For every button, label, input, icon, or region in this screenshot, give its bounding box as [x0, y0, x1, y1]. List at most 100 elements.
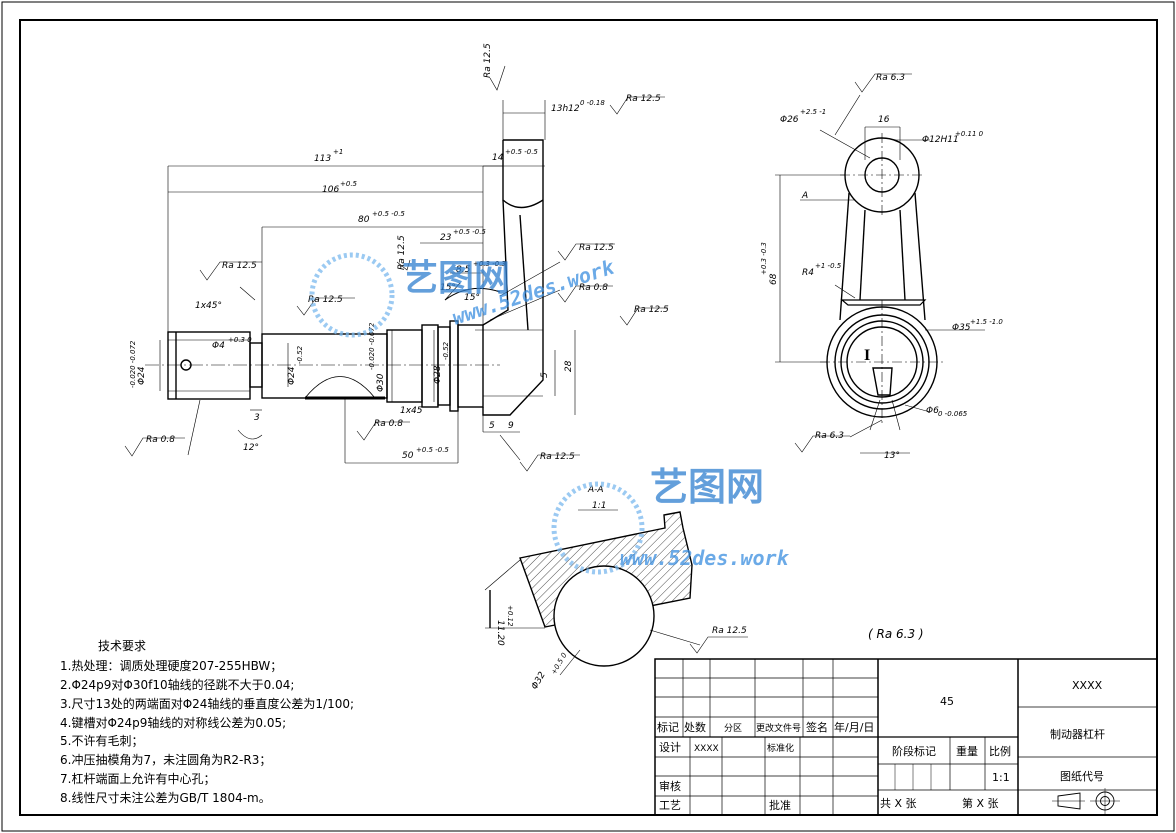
tb-approve: 批准 — [769, 798, 791, 812]
main-view — [145, 139, 544, 416]
ra-12-5-d: Ra 12.5 — [579, 243, 614, 253]
phi12-label: Φ12H11 — [922, 135, 959, 145]
tb-review: 审核 — [659, 779, 681, 793]
phi30-label: Φ30 — [376, 373, 386, 392]
tb-designer: XXXX — [694, 744, 719, 754]
phi12-tol: +0.11 0 — [955, 130, 984, 138]
dim-28: 28 — [564, 360, 574, 372]
dim-5b: 5 — [540, 372, 550, 378]
ra-12-5-e: Ra 12.5 — [634, 305, 669, 315]
ra-12-5-g: Ra 12.5 — [483, 43, 493, 78]
tb-ratio-value: 1:1 — [992, 771, 1010, 784]
dim-16: 16 — [878, 115, 890, 125]
r4-label: R4 — [802, 268, 814, 278]
section-scale: 1:1 — [592, 501, 606, 511]
tb-ratio: 比例 — [989, 744, 1011, 758]
ra-6-3-a: Ra 6.3 — [876, 73, 905, 83]
r4-tol: +1 -0.5 — [815, 262, 842, 270]
dim-50-tol: +0.5 -0.5 — [416, 446, 449, 454]
phi6-tol: 0 -0.065 — [938, 410, 968, 418]
tech-req-7: 7.杠杆端面上允许有中心孔； — [60, 771, 215, 786]
tb-stage-mark: 阶段标记 — [892, 744, 936, 758]
roman-numeral: I — [864, 347, 870, 364]
tb-sheet-no: 第 X 张 — [962, 796, 999, 810]
angle-12: 12° — [243, 443, 259, 453]
label-a: A — [801, 191, 808, 201]
ra-12-5-f: Ra 12.5 — [626, 94, 661, 104]
tb-mark: 标记 — [657, 720, 679, 734]
drawing-code: 图纸代号 — [1060, 770, 1104, 783]
tb-date: 年/月/日 — [834, 720, 874, 734]
tb-design: 设计 — [659, 741, 681, 754]
phi24-left-label: Φ24 — [137, 366, 147, 385]
side-view-labels: 16 Φ26 +2.5 -1 Φ12H11 +0.11 0 A R4 +1 -0… — [760, 73, 1003, 461]
ra-12-5-a: Ra 12.5 — [222, 261, 257, 271]
dim-13-tol: 0 -0.18 — [580, 99, 605, 107]
phi24-mid-label: Φ24 — [287, 366, 297, 385]
dim-80: 80 — [358, 215, 370, 225]
general-finish: ( Ra 6.3 ) — [868, 627, 924, 641]
phi32-label: Φ32 — [530, 670, 548, 691]
main-view-labels: 113 +1 106 +0.5 80 +0.5 -0.5 23 +0.5 -0.… — [129, 43, 669, 462]
tb-signature: 签名 — [806, 720, 828, 734]
phi32-tol: +0.5 0 — [550, 651, 569, 676]
phi24-mid-tol: -0.52 — [296, 345, 304, 364]
phi6-label: Φ6 — [926, 406, 939, 416]
phi26-tol: +2.5 -1 — [800, 108, 826, 116]
phi28-label: Φ28 — [433, 365, 443, 384]
phi35-label: Φ35 — [952, 323, 971, 333]
dim-13: 13h12 — [551, 104, 580, 114]
dim-5a: 5 — [489, 421, 495, 431]
tech-req-6: 6.冲压抽模角为7，未注圆角为R2-R3； — [60, 752, 271, 767]
phi28-tol: -0.52 — [442, 341, 450, 360]
ra-12-5-section: Ra 12.5 — [712, 626, 747, 636]
dim-106: 106 — [322, 185, 339, 195]
watermark-url-bottom: www.52des.work — [620, 546, 790, 570]
phi24-left-tol: -0.020 -0.072 — [129, 340, 137, 388]
dim-68-tol: +0.3 -0.3 — [760, 242, 768, 275]
tb-zone: 分区 — [724, 723, 742, 734]
phi35-tol: +1.5 -1.0 — [970, 318, 1003, 326]
dim-9: 9 — [508, 421, 514, 431]
phi30-tol: -0.020 -0.072 — [368, 322, 376, 370]
dim-113-tol: +1 — [333, 148, 343, 156]
ra-0-8-a: Ra 0.8 — [146, 435, 175, 445]
dim-106-tol: +0.5 — [340, 180, 358, 188]
section-view — [484, 509, 748, 676]
angle-15b: 15° — [464, 293, 480, 303]
phi4-label: Φ4 — [212, 341, 225, 351]
angle-13: 13° — [884, 451, 900, 461]
section-label: A-A — [587, 485, 604, 495]
dim-23: 23 — [440, 233, 452, 243]
chamfer-label: 1x45° — [195, 301, 222, 311]
tb-change-doc: 更改文件号 — [756, 722, 801, 734]
side-view-dims — [775, 73, 985, 454]
dim-8-5-tol: +0.3 -0.3 — [473, 260, 506, 268]
tb-total-sheets: 共 X 张 — [880, 797, 917, 810]
inner-border — [19, 19, 1158, 816]
tb-weight: 重量 — [956, 744, 978, 758]
ra-0-8-c: Ra 0.8 — [579, 283, 608, 293]
dim-3: 3 — [254, 413, 260, 423]
tb-standardize: 标准化 — [767, 742, 794, 754]
chamfer-label-2: 1x45 — [400, 406, 423, 416]
watermark-top: 艺图网 www.52des.work — [309, 252, 618, 338]
part-name: 制动器杠杆 — [1050, 727, 1105, 741]
ra-12-5-c: Ra 12.5 — [540, 452, 575, 462]
watermark-cn-bottom: 艺图网 — [650, 465, 764, 509]
company: XXXX — [1072, 679, 1103, 692]
watermark-cn-top: 艺图网 — [402, 258, 510, 299]
ra-12-5-h: Ra 12.5 — [397, 235, 407, 270]
ra-12-5-b: Ra 12.5 — [308, 295, 343, 305]
main-view-dims — [124, 65, 668, 472]
ra-0-8-b: Ra 0.8 — [374, 419, 403, 429]
dim-14: 14 — [492, 153, 504, 163]
watermark-bottom: 艺图网 www.52des.work — [551, 465, 790, 575]
title-block — [654, 658, 1158, 816]
tb-process: 工艺 — [659, 799, 681, 812]
phi26-label: Φ26 — [780, 115, 799, 125]
dim-11-20-tol: +0.12 — [506, 605, 514, 627]
tech-req-4: 4.键槽对Φ24p9轴线的对称线公差为0.05; — [60, 715, 286, 730]
